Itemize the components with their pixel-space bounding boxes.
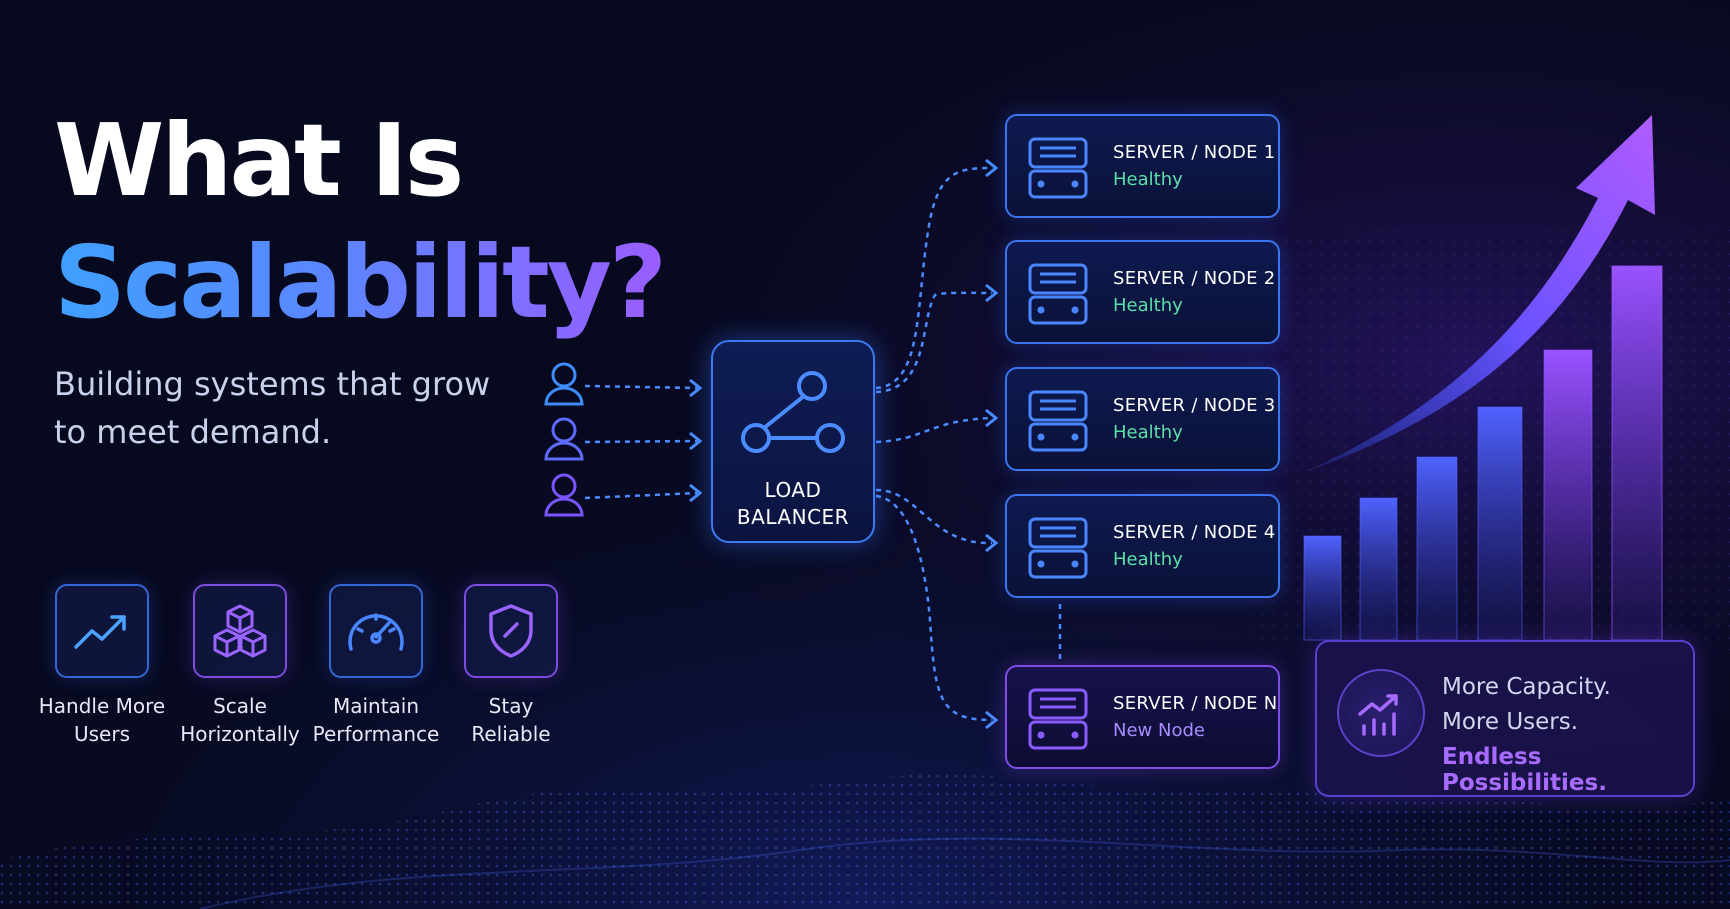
server-node-1: SERVER / NODE 1 Healthy [1005, 114, 1280, 218]
feature-label-2: Users [73, 722, 130, 746]
feature-icon-box [329, 584, 423, 678]
feature-icon-box [193, 584, 287, 678]
server-status: New Node [1113, 720, 1205, 741]
feature-label-1: Handle More [38, 694, 166, 718]
server-name: SERVER / NODE 2 [1113, 268, 1276, 289]
feature-icon-box [55, 584, 149, 678]
feature-label-1: Stay [488, 694, 534, 718]
feature-label-1: Maintain [332, 694, 420, 718]
server-icon [1028, 688, 1088, 750]
server-status: Healthy [1113, 549, 1183, 570]
network-graph-icon [741, 371, 845, 453]
server-status: Healthy [1113, 422, 1183, 443]
server-status: Healthy [1113, 295, 1183, 316]
server-name: SERVER / NODE 1 [1113, 142, 1276, 163]
server-icon [1028, 263, 1088, 325]
server-node-4: SERVER / NODE 4 Healthy [1005, 494, 1280, 598]
server-icon [1028, 517, 1088, 579]
load-balancer-label-1: LOAD [764, 478, 822, 502]
feature-icon-box [464, 584, 558, 678]
feature-label-2: Reliable [471, 722, 551, 746]
server-status: Healthy [1113, 169, 1183, 190]
server-name: SERVER / NODE 4 [1113, 522, 1276, 543]
callout-line-3: Endless Possibilities. [1442, 744, 1607, 796]
load-balancer-node: LOAD BALANCER [711, 340, 875, 543]
server-icon [1028, 137, 1088, 199]
server-name: SERVER / NODE 3 [1113, 395, 1276, 416]
server-connectors [875, 166, 1062, 722]
title-line-2: Scalability? [54, 222, 667, 344]
growth-arrow [1305, 115, 1655, 472]
shield-icon [489, 604, 533, 658]
server-icon [1028, 390, 1088, 452]
server-node-n: SERVER / NODE N New Node [1005, 665, 1280, 769]
feature-label-2: Performance [312, 722, 440, 746]
page-title: What Is Scalability? [54, 100, 667, 344]
server-node-2: SERVER / NODE 2 Healthy [1005, 240, 1280, 344]
load-balancer-label-2: BALANCER [736, 505, 850, 529]
callout-line-1: More Capacity. [1442, 674, 1611, 700]
chart-growth-icon [1337, 669, 1425, 757]
server-node-3: SERVER / NODE 3 Healthy [1005, 367, 1280, 471]
trend-up-icon [74, 615, 126, 649]
callout-box: More Capacity. More Users. Endless Possi… [1315, 640, 1695, 797]
callout-line-2: More Users. [1442, 709, 1579, 735]
subtitle: Building systems that grow to meet deman… [54, 365, 491, 451]
feature-label-1: Scale [213, 694, 267, 718]
speedometer-icon [348, 613, 404, 651]
user-icons [544, 362, 584, 517]
server-name: SERVER / NODE N [1113, 693, 1278, 714]
title-line-1: What Is [54, 102, 464, 219]
feature-label-2: Horizontally [180, 722, 300, 746]
cubes-icon [213, 604, 267, 658]
user-connectors [584, 384, 698, 500]
